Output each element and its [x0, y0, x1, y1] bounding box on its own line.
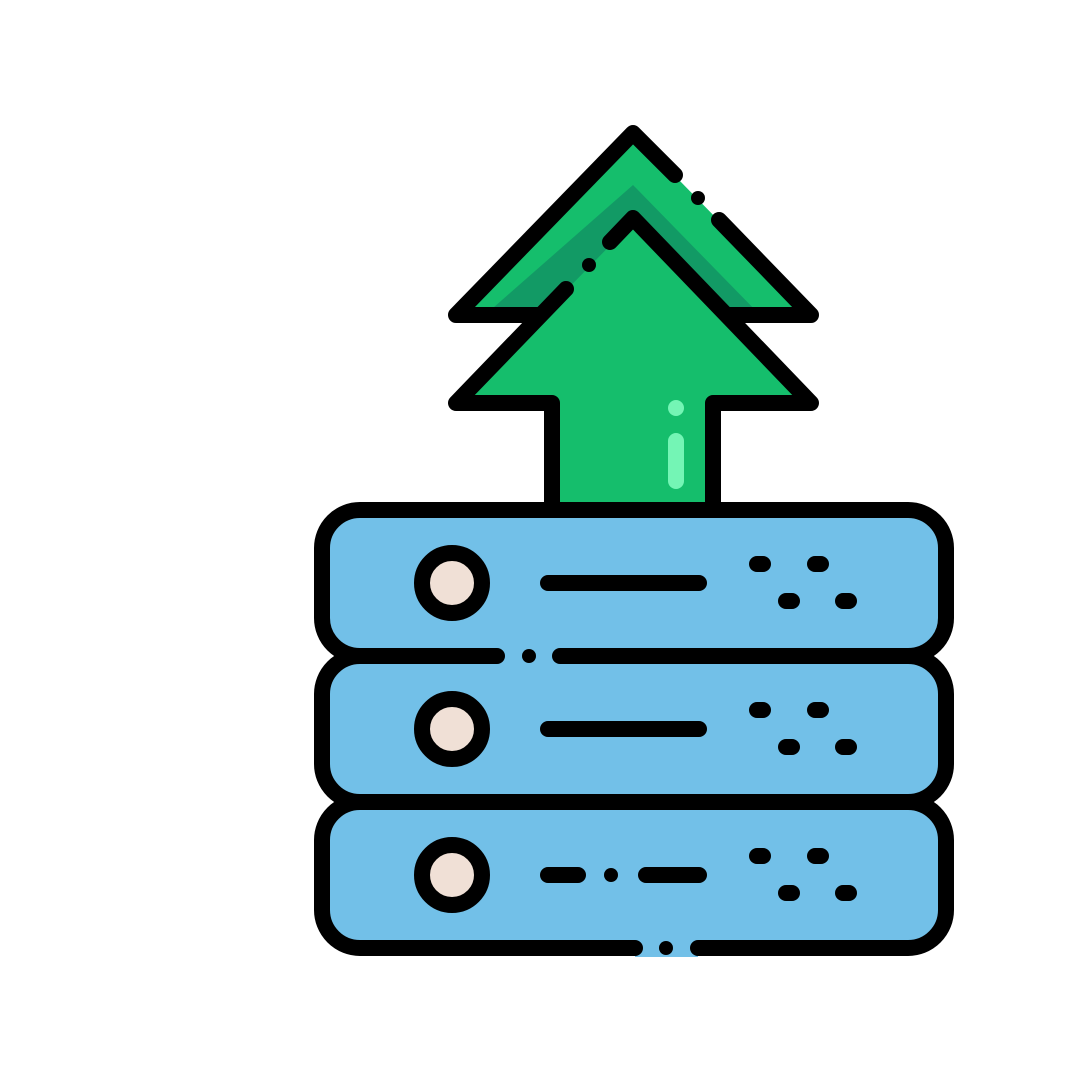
- upload-arrow-icon: [448, 210, 819, 513]
- status-light-icon: [414, 691, 490, 767]
- server-unit: [314, 648, 954, 810]
- server-unit: [314, 502, 954, 664]
- status-light-icon: [414, 837, 490, 913]
- status-light-icon: [414, 545, 490, 621]
- server-unit: [314, 794, 954, 956]
